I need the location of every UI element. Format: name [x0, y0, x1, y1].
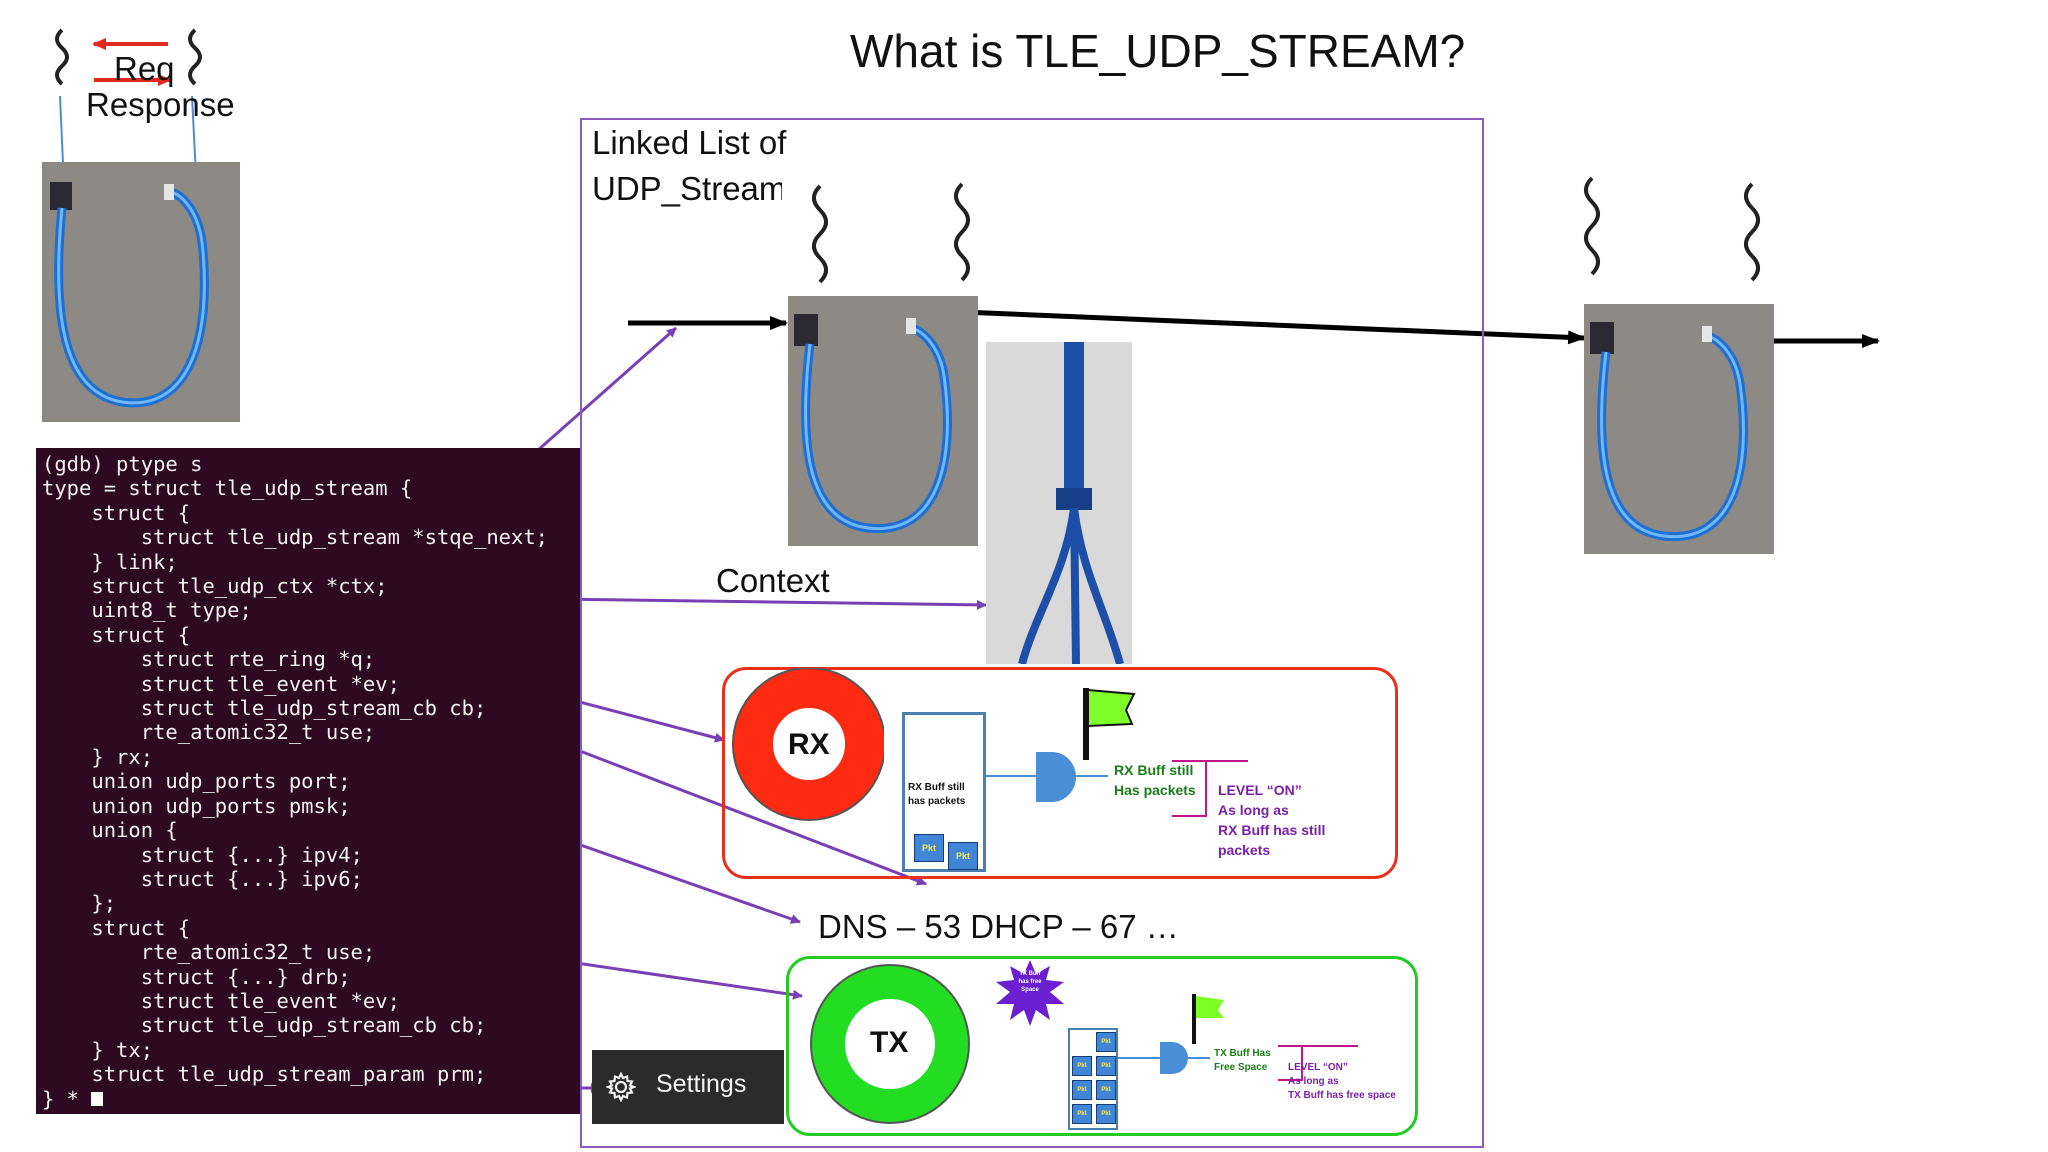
- gdb-line: struct tle_udp_stream_cb cb;: [42, 696, 487, 721]
- tx-logic: [1118, 994, 1358, 1081]
- terminal-cursor: [91, 1091, 104, 1106]
- list-arrow-next: [961, 309, 1586, 345]
- page-title: What is TLE_UDP_STREAM?: [850, 25, 1466, 77]
- gdb-line: };: [42, 891, 117, 916]
- gdb-line: } tx;: [42, 1037, 154, 1062]
- rx-gate-label-2: Has packets: [1114, 782, 1196, 798]
- gdb-line: } *: [42, 1087, 580, 1111]
- stream-2-squiggle-right: [1744, 182, 1760, 282]
- gdb-line: struct tle_udp_stream_param prm;: [42, 1062, 487, 1087]
- gdb-line: (gdb) ptype s: [42, 452, 203, 476]
- tx-burst-line-1: TX Buff: [1019, 971, 1041, 977]
- rx-and-gate: [1036, 752, 1076, 802]
- rx-packet-1: Pkt: [914, 834, 944, 862]
- gdb-line: struct {...} ipv6;: [42, 866, 363, 891]
- context-label: Context: [716, 562, 830, 599]
- rx-level-3: RX Buff has still: [1218, 822, 1326, 838]
- ports-label: DNS – 53 DHCP – 67 …: [818, 908, 1179, 945]
- context-cable-photo: [986, 342, 1132, 664]
- cable-photo-stream-1: [788, 296, 978, 546]
- tx-packet-6: Pkt: [1072, 1104, 1092, 1124]
- gdb-line: union udp_ports pmsk;: [42, 793, 351, 818]
- gdb-line: uint8_t type;: [42, 598, 252, 623]
- tx-gate-label-1: TX Buff Has: [1214, 1048, 1271, 1059]
- rx-packet-2: Pkt: [948, 842, 978, 870]
- tx-ring-label: TX: [870, 1026, 909, 1059]
- tx-packet-5: Pkt: [1096, 1080, 1116, 1100]
- tx-box: [786, 956, 1418, 1136]
- tx-packet-7: Pkt: [1096, 1104, 1116, 1124]
- gdb-line: struct tle_udp_stream *stqe_next;: [42, 525, 549, 550]
- tx-burst-icon: [996, 960, 1064, 1026]
- gdb-line: rte_atomic32_t use;: [42, 940, 376, 965]
- gdb-line: } link;: [42, 549, 178, 574]
- cable-photo-legend: [42, 162, 240, 422]
- tx-burst-text: TX Buff has free Space: [1010, 970, 1050, 994]
- gdb-line: struct {...} ipv4;: [42, 842, 363, 867]
- gdb-line: struct tle_udp_stream_cb cb;: [42, 1013, 487, 1038]
- rx-level-4: packets: [1218, 842, 1271, 858]
- linked-list-title-line2: UDP_Stream: [592, 170, 782, 207]
- gdb-line: type = struct tle_udp_stream {: [42, 476, 413, 501]
- tx-burst-line-2: has free: [1018, 979, 1042, 985]
- tx-packet-1: Pkt: [1096, 1032, 1116, 1052]
- gdb-line: union {: [42, 818, 178, 843]
- tx-flag-icon: [1196, 996, 1224, 1018]
- gdb-line: struct tle_event *ev;: [42, 671, 400, 696]
- tx-packet-3: Pkt: [1096, 1056, 1116, 1076]
- gdb-line: } rx;: [42, 744, 154, 769]
- legend-req-label: Req: [114, 50, 175, 87]
- gdb-line: struct tle_udp_ctx *ctx;: [42, 574, 388, 599]
- tx-and-gate: [1160, 1042, 1188, 1074]
- tx-packet-2: Pkt: [1072, 1056, 1092, 1076]
- stream-1-squiggle-right: [954, 182, 970, 282]
- rx-flag-icon: [1087, 688, 1136, 728]
- rx-box: [722, 667, 1398, 879]
- gdb-line: struct rte_ring *q;: [42, 647, 376, 672]
- gdb-line: rte_atomic32_t use;: [42, 720, 376, 745]
- rx-level-2: As long as: [1218, 802, 1289, 818]
- gdb-line: struct tle_event *ev;: [42, 988, 400, 1013]
- rx-logic: [986, 688, 1248, 817]
- stream-2-squiggle-left: [1584, 176, 1600, 276]
- stream-1-squiggle-left: [812, 184, 828, 284]
- tx-level-1: LEVEL “ON”: [1288, 1062, 1348, 1073]
- linked-list-frame: [580, 118, 1484, 1148]
- tx-level-2: As long as: [1288, 1076, 1339, 1087]
- tx-packet-4: Pkt: [1072, 1080, 1092, 1100]
- linked-list-title-line1: Linked List of: [592, 124, 787, 161]
- settings-button[interactable]: Settings: [592, 1050, 784, 1124]
- legend-squiggle-left: [55, 28, 69, 86]
- tx-burst-line-3: Space: [1021, 987, 1039, 993]
- settings-label: Settings: [656, 1070, 747, 1098]
- rx-gate-label-1: RX Buff still: [1114, 762, 1194, 778]
- rx-buffer-label-1: RX Buff still: [908, 782, 965, 793]
- gdb-line: struct {: [42, 622, 191, 647]
- gdb-line: struct {: [42, 500, 191, 525]
- rx-ring: [732, 668, 884, 821]
- rx-level-1: LEVEL “ON”: [1218, 782, 1302, 798]
- gdb-line: struct {: [42, 915, 191, 940]
- tx-ring: [810, 964, 970, 1124]
- gdb-line: struct {...} drb;: [42, 964, 351, 989]
- gdb-line: union udp_ports port;: [42, 769, 351, 794]
- tx-gate-label-2: Free Space: [1214, 1062, 1268, 1073]
- tx-level-3: TX Buff has free space: [1288, 1090, 1396, 1101]
- rx-buffer-label-2: has packets: [908, 796, 966, 807]
- cable-photo-stream-2: [1584, 304, 1774, 554]
- legend-response-label: Response: [86, 86, 235, 123]
- legend-squiggle-right: [188, 28, 202, 86]
- rx-ring-label: RX: [788, 728, 830, 761]
- gear-icon: [606, 1072, 636, 1102]
